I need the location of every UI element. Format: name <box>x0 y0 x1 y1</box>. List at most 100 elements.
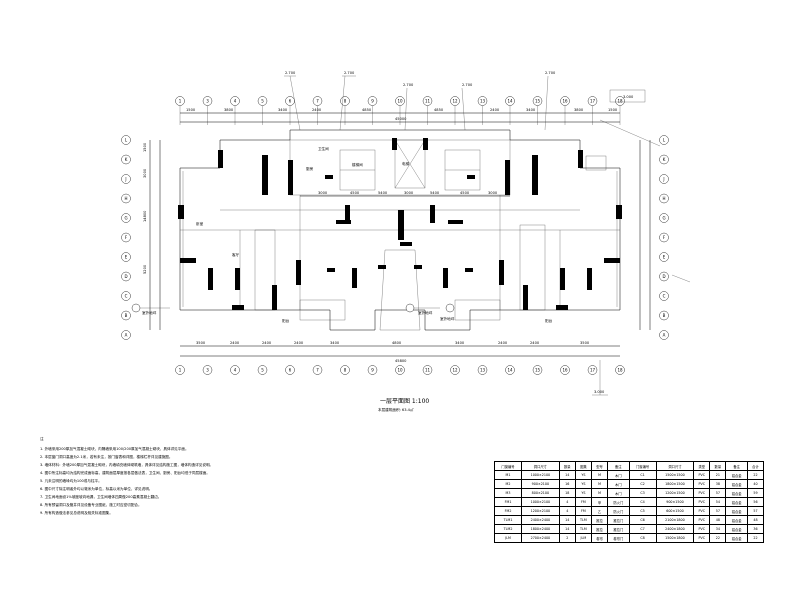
schedule-cell: 1000×2100 <box>521 497 560 507</box>
room-label-5: 楼梯间 <box>352 162 363 167</box>
axis-bubble-bottom: 18 <box>615 365 625 375</box>
schedule-cell: 57 <box>709 488 727 498</box>
schedule-header: 备注 <box>725 461 748 471</box>
note-7: 7. 卫生间地面设1%坡度坡向地漏，卫生间墙体四周做200高素混凝土翻边。 <box>40 495 162 499</box>
dim-mid-5: 5400 <box>430 191 440 195</box>
schedule-cell: JLM <box>574 533 592 543</box>
schedule-cell: 2400×1800 <box>655 524 695 534</box>
svg-text:10: 10 <box>397 98 403 103</box>
schedule-cell: 40 <box>746 479 765 489</box>
schedule-cell: 800×2100 <box>521 488 560 498</box>
schedule-cell: PVC <box>693 515 711 525</box>
schedule-header: 门窗编号 <box>628 461 657 471</box>
schedule-cell: 防火门 <box>607 506 630 516</box>
schedule-cell: 铝合金 <box>725 470 748 480</box>
note-8: 8. 所有预留洞口及管井详见设备专业图纸，施工时应密切配合。 <box>40 503 142 507</box>
schedule-header: 图集 <box>574 461 592 471</box>
schedule-cell: TLM <box>574 515 592 525</box>
axis-bubble-bottom: 9 <box>367 365 378 375</box>
schedule-cell: 铝合金 <box>725 524 748 534</box>
axis-bubble-bottom: 12 <box>450 365 460 375</box>
svg-text:3: 3 <box>206 367 209 372</box>
axis-bubble-bottom: 3 <box>202 365 213 375</box>
axis-bubble-top: 6 <box>285 96 295 106</box>
svg-text:6: 6 <box>289 98 292 103</box>
schedule-cell: 22 <box>746 533 765 543</box>
schedule-cell: 34 <box>709 524 727 534</box>
schedule-cell: 卷帘 <box>590 533 609 543</box>
schedule-cell: 推拉 <box>590 524 609 534</box>
dim-mid-3: 5400 <box>378 191 388 195</box>
schedule-cell: 推拉门 <box>607 524 630 534</box>
axis-bubble-top: 7 <box>312 96 323 106</box>
svg-text:E: E <box>663 254 666 259</box>
schedule-cell: M2 <box>493 479 523 489</box>
axis-bubble-bottom: 6 <box>285 365 295 375</box>
schedule-cell: 1500×1500 <box>655 470 695 480</box>
schedule-cell: TLM <box>574 524 592 534</box>
axis-bubble-left: F <box>121 232 131 243</box>
schedule-cell: 2100×1800 <box>655 515 695 525</box>
schedule-header-row: 门窗编号 洞口尺寸 数量 图集 型号 备注 门窗编号 洞口尺寸 类型 数量 备注… <box>493 461 765 471</box>
schedule-cell: YS <box>574 479 592 489</box>
svg-text:13: 13 <box>480 98 486 103</box>
schedule-cell: TLM1 <box>493 515 523 525</box>
dim-bottom-1: 3500 <box>196 341 206 345</box>
schedule-cell: 57 <box>746 506 765 516</box>
room-label-8: 阳台 <box>545 318 553 323</box>
notes-title: 注 <box>40 437 44 441</box>
schedule-cell: C1 <box>628 470 657 480</box>
plan-subtitle: 本层建筑面积: 63.4㎡ <box>378 408 414 412</box>
schedule-cell: C7 <box>628 524 657 534</box>
dim-left-1: 1500 <box>143 142 147 152</box>
dim-top-1: 1500 <box>186 108 196 112</box>
axis-bubble-left: J <box>121 174 131 184</box>
axis-bubble-top: 5 <box>257 96 268 106</box>
note-4: 4. 图中所注标高均为结构完成面标高，建筑面层厚度按各层做法表，卫生间、厨房、阳… <box>40 471 210 475</box>
svg-text:H: H <box>662 196 665 201</box>
axis-bubble-right: G <box>659 213 669 223</box>
room-label-3: 厨房 <box>306 166 314 171</box>
svg-text:14: 14 <box>507 367 513 372</box>
axis-bubble-top: 12 <box>450 96 460 106</box>
schedule-cell: FM <box>574 506 592 516</box>
note-2: 2. 本层窗门洞口高度为2.1米，若有未注，按门窗表和详图，楼梯栏杆详见建施图。 <box>40 455 173 459</box>
dim-bottom-6: 4800 <box>392 341 402 345</box>
svg-text:1: 1 <box>179 367 182 372</box>
door-window-schedule: 门窗编号 洞口尺寸 数量 图集 型号 备注 门窗编号 洞口尺寸 类型 数量 备注… <box>493 461 765 543</box>
callout-right: 3.000 <box>594 390 605 394</box>
dim-top-9: 3800 <box>574 108 584 112</box>
axis-bubble-top: 14 <box>505 96 515 106</box>
axis-bubble-left: G <box>121 213 131 223</box>
axis-bubble-bottom: 14 <box>505 365 515 375</box>
schedule-header: 备注 <box>607 461 630 471</box>
schedule-cell: 56 <box>746 497 765 507</box>
axis-bubble-top: 13 <box>477 96 488 106</box>
axis-bubble-bottom: 16 <box>560 365 570 375</box>
schedule-cell: 900×1500 <box>655 497 695 507</box>
svg-text:D: D <box>662 274 665 279</box>
schedule-cell: FM1 <box>493 497 523 507</box>
schedule-cell: 14 <box>558 524 576 534</box>
axis-bubble-bottom: 17 <box>587 365 598 375</box>
svg-text:7: 7 <box>316 98 319 103</box>
svg-text:F: F <box>663 235 666 240</box>
schedule-cell: 木门 <box>607 488 630 498</box>
axis-bubble-right: D <box>659 271 669 282</box>
note-3: 3. 墙体材料：外墙200厚加气混凝土砌块，内墙填充墙体砌筑墙，具体详见结构施工… <box>40 463 214 467</box>
dimension-texts: 1500 3800 3400 2400 4850 4850 2400 3400 … <box>143 108 618 363</box>
marker-label-1: 室外地坪 <box>142 310 157 315</box>
svg-text:K: K <box>125 157 128 162</box>
dim-mid-7: 3000 <box>488 191 498 195</box>
svg-text:1: 1 <box>179 98 182 103</box>
schedule-cell: 38 <box>709 479 727 489</box>
dim-mid-4: 3000 <box>404 191 414 195</box>
room-label-1: 客厅 <box>232 252 240 257</box>
dim-top-2: 3800 <box>224 108 234 112</box>
svg-text:9: 9 <box>371 98 374 103</box>
svg-text:9: 9 <box>371 367 374 372</box>
schedule-cell: M3 <box>493 488 523 498</box>
dim-top-10: 1500 <box>608 108 618 112</box>
schedule-cell: 1800×1500 <box>655 479 695 489</box>
schedule-cell: C6 <box>628 515 657 525</box>
